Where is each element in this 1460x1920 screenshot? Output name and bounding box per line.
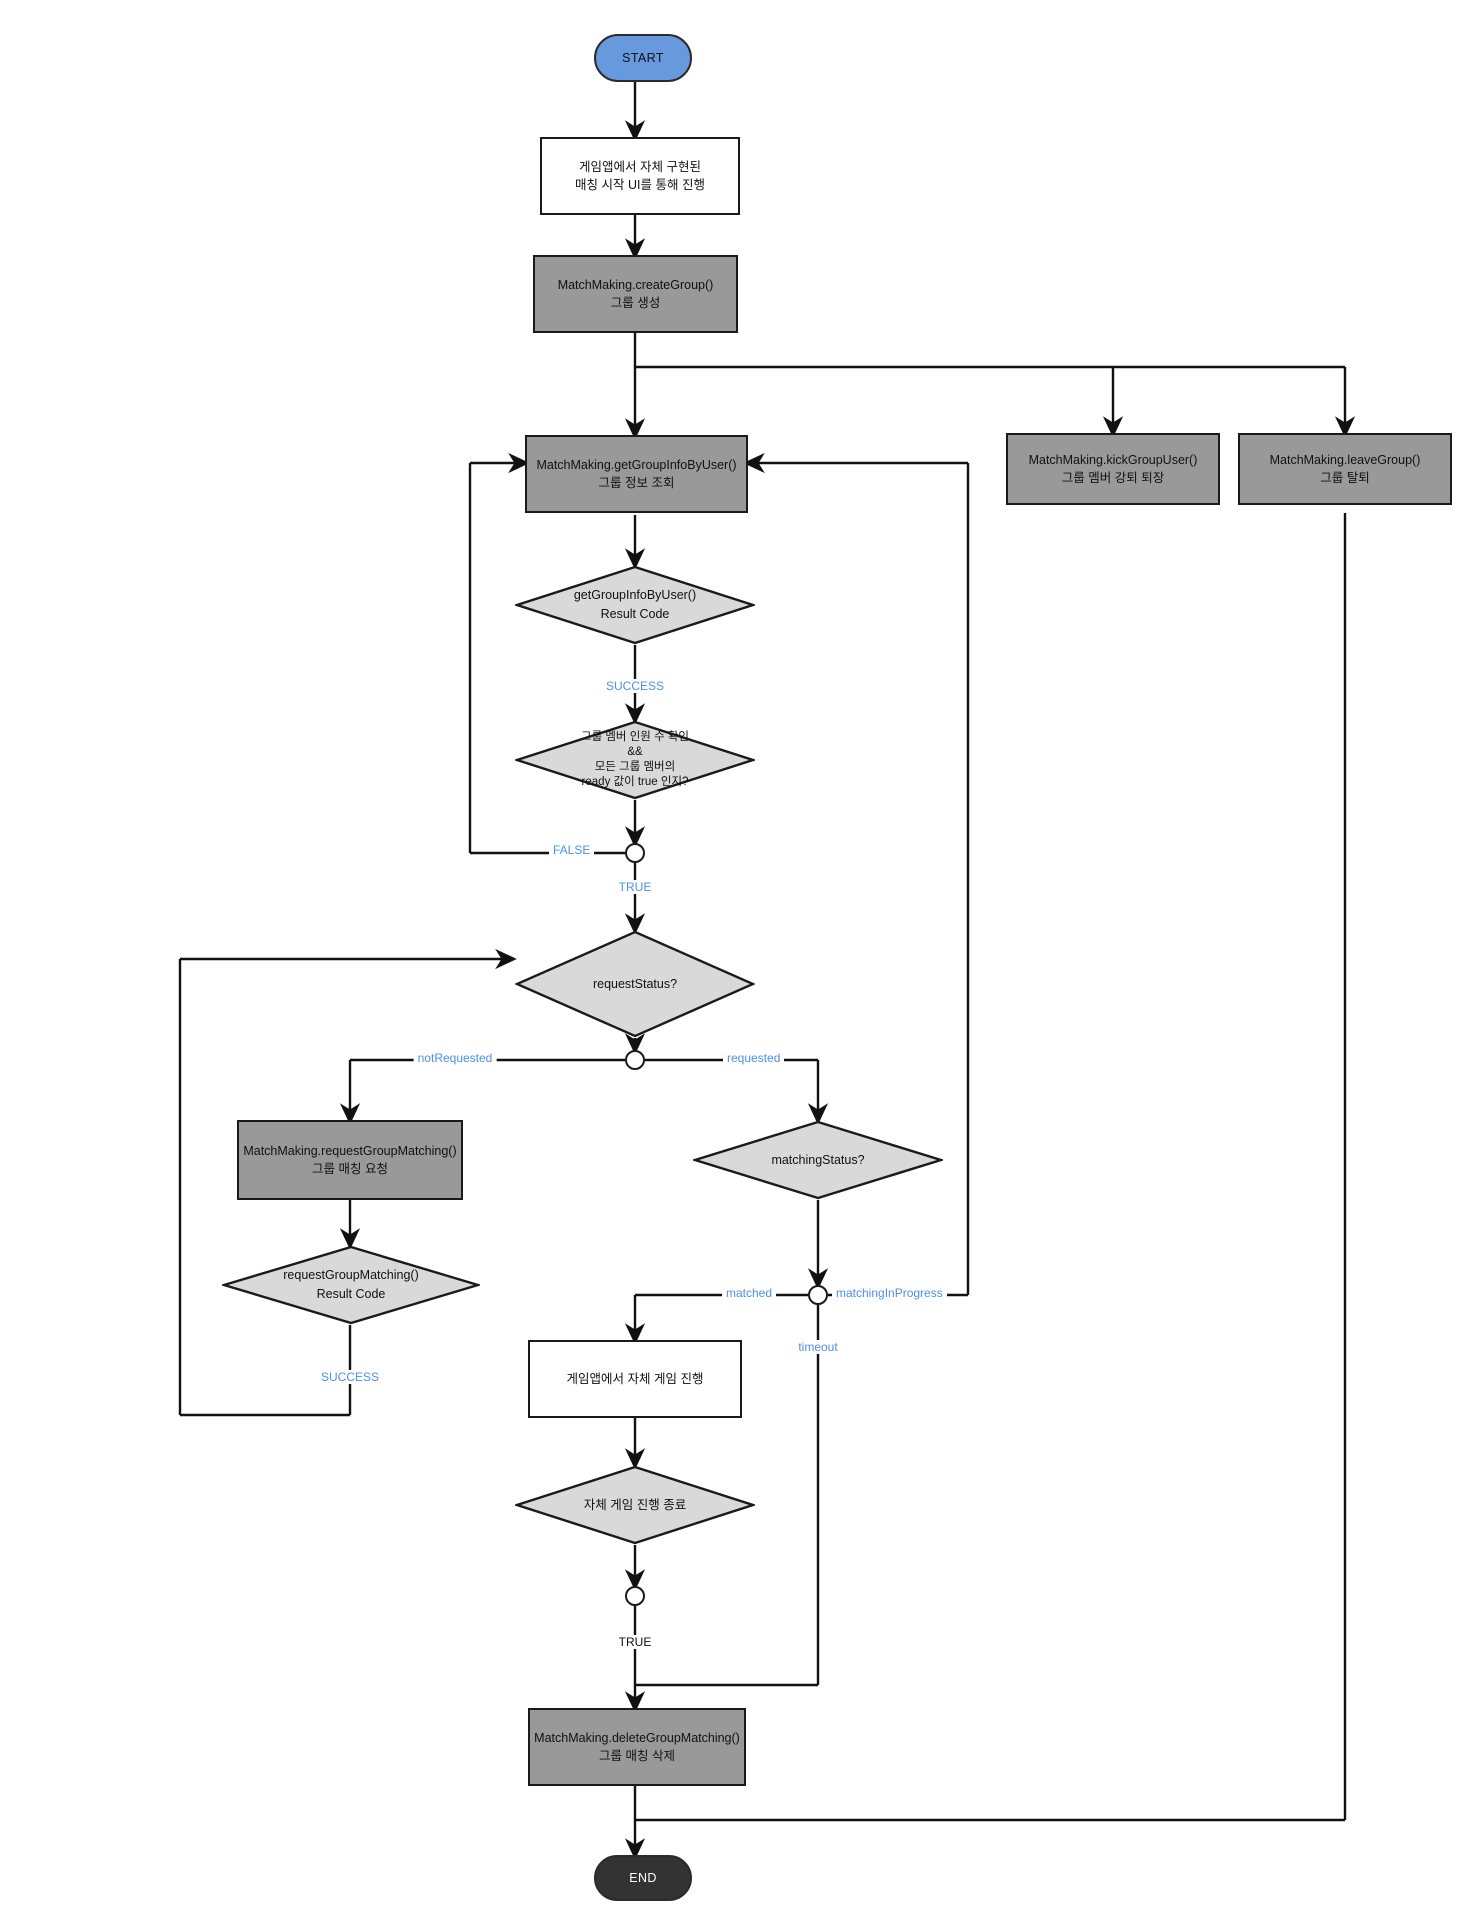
node-game-start-ui[interactable]: 게임앱에서 자체 구현된 매칭 시작 UI를 통해 진행: [540, 137, 740, 215]
node-request-group-matching-line2: 그룹 매칭 요청: [312, 1162, 388, 1176]
node-kick-group-user-line2: 그룹 멤버 강퇴 퇴장: [1061, 471, 1165, 485]
edge-label-success-get-group-info: SUCCESS: [601, 679, 669, 693]
node-kick-group-user[interactable]: MatchMaking.kickGroupUser() 그룹 멤버 강퇴 퇴장: [1006, 433, 1220, 505]
edge-label-matched: matched: [722, 1286, 777, 1300]
node-delete-group-matching[interactable]: MatchMaking.deleteGroupMatching() 그룹 매칭 …: [528, 1708, 746, 1786]
decision-ready-check[interactable]: 그룹 멤버 인원 수 확인 && 모든 그룹 멤버의 ready 값이 true…: [515, 720, 755, 800]
edge-label-success-request-matching: SUCCESS: [316, 1370, 384, 1384]
edge-label-requested: requested: [723, 1051, 785, 1065]
junction-matching-status[interactable]: [808, 1285, 828, 1305]
edge-label-true-game-finished: TRUE: [614, 1635, 656, 1649]
node-play-game-label: 게임앱에서 자체 게임 진행: [566, 1371, 704, 1386]
edge-label-true-ready: TRUE: [614, 880, 656, 894]
node-delete-group-matching-line1: MatchMaking.deleteGroupMatching(): [534, 1730, 740, 1745]
node-leave-group-line2: 그룹 탈퇴: [1320, 471, 1370, 485]
node-delete-group-matching-line2: 그룹 매칭 삭제: [599, 1749, 675, 1763]
node-end[interactable]: END: [594, 1855, 692, 1901]
node-create-group[interactable]: MatchMaking.createGroup() 그룹 생성: [533, 255, 738, 333]
decision-request-status[interactable]: requestStatus?: [515, 930, 755, 1038]
edge-label-matching-in-progress: matchingInProgress: [832, 1286, 947, 1300]
junction-game-finished[interactable]: [625, 1586, 645, 1606]
node-leave-group[interactable]: MatchMaking.leaveGroup() 그룹 탈퇴: [1238, 433, 1452, 505]
node-get-group-info-by-user[interactable]: MatchMaking.getGroupInfoByUser() 그룹 정보 조…: [525, 435, 748, 513]
decision-game-finished[interactable]: 자체 게임 진행 종료: [515, 1465, 755, 1545]
node-get-group-info-by-user-line2: 그룹 정보 조회: [598, 476, 675, 490]
node-play-game[interactable]: 게임앱에서 자체 게임 진행: [528, 1340, 742, 1418]
node-kick-group-user-line1: MatchMaking.kickGroupUser(): [1028, 452, 1198, 467]
decision-request-group-matching-result[interactable]: requestGroupMatching() Result Code: [222, 1245, 480, 1325]
node-get-group-info-by-user-line1: MatchMaking.getGroupInfoByUser(): [536, 457, 737, 472]
junction-ready-check[interactable]: [625, 843, 645, 863]
decision-matching-status[interactable]: matchingStatus?: [693, 1120, 943, 1200]
node-create-group-line2: 그룹 생성: [610, 296, 661, 310]
node-game-start-ui-line1: 게임앱에서 자체 구현된: [579, 159, 701, 174]
node-game-start-ui-line2: 매칭 시작 UI를 통해 진행: [575, 178, 705, 192]
node-request-group-matching[interactable]: MatchMaking.requestGroupMatching() 그룹 매칭…: [237, 1120, 463, 1200]
decision-get-group-info-result[interactable]: getGroupInfoByUser() Result Code: [515, 565, 755, 645]
edge-label-false-ready: FALSE: [549, 843, 595, 857]
node-request-group-matching-line1: MatchMaking.requestGroupMatching(): [243, 1143, 457, 1158]
junction-request-status[interactable]: [625, 1050, 645, 1070]
node-start[interactable]: START: [594, 34, 692, 82]
node-leave-group-line1: MatchMaking.leaveGroup(): [1269, 452, 1421, 467]
node-end-label: END: [629, 1871, 657, 1885]
edge-label-not-requested: notRequested: [413, 1051, 497, 1065]
node-create-group-line1: MatchMaking.createGroup(): [557, 277, 714, 292]
node-start-label: START: [622, 51, 664, 65]
edge-label-timeout: timeout: [794, 1340, 842, 1354]
